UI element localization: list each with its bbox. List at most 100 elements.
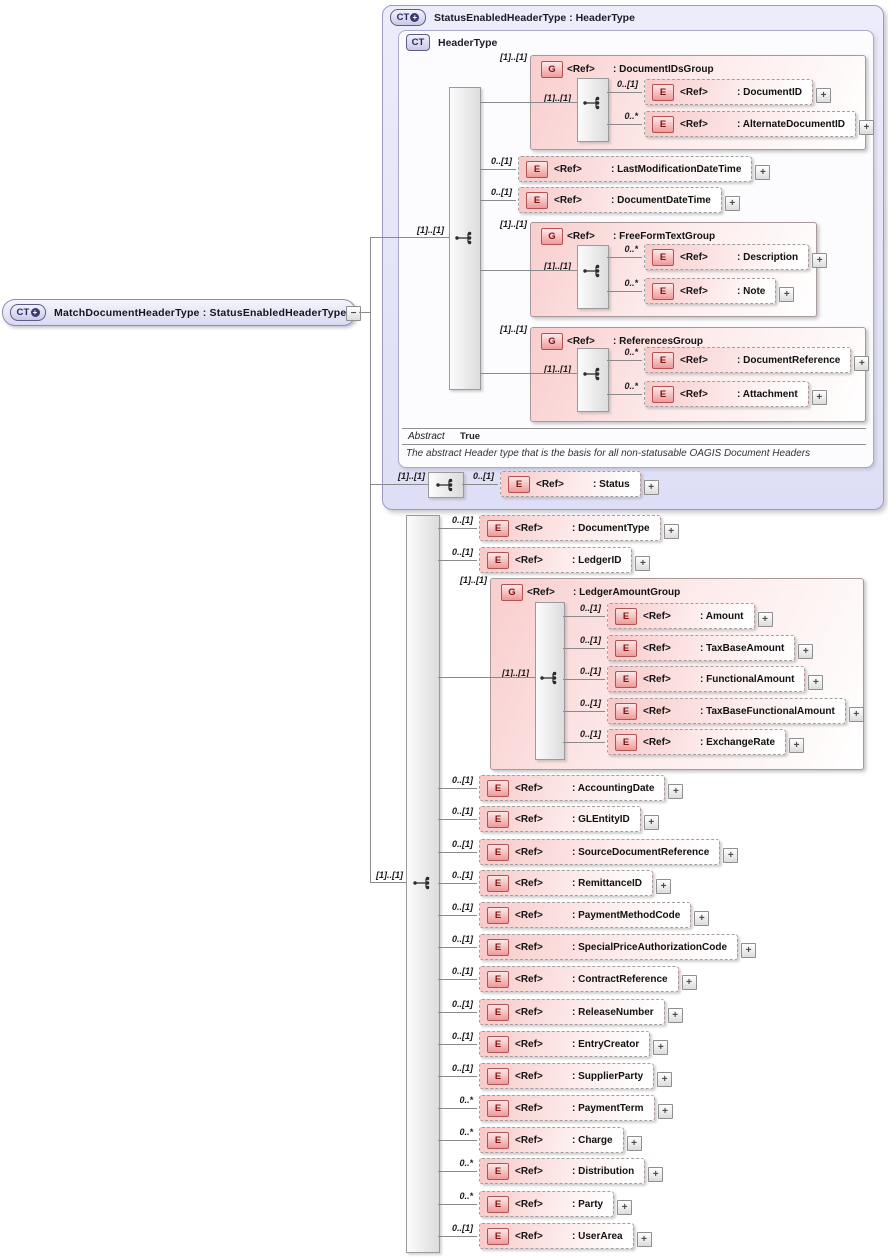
element-node-note[interactable]: 0..* E<Ref>: Note + <box>598 278 795 304</box>
element-node-releasenumber[interactable]: 0..[1] E<Ref>: ReleaseNumber + <box>433 999 683 1025</box>
element-box[interactable]: E<Ref>: ReleaseNumber <box>479 999 665 1025</box>
expand-icon[interactable]: + <box>653 1039 669 1055</box>
element-box[interactable]: E<Ref>: Note <box>644 278 777 304</box>
element-node-paymentmethodcode[interactable]: 0..[1] E<Ref>: PaymentMethodCode + <box>433 902 710 928</box>
expand-icon[interactable]: + <box>811 389 827 405</box>
element-box[interactable]: E<Ref>: ContractReference <box>479 966 679 992</box>
expand-icon[interactable]: + <box>724 195 740 211</box>
element-box[interactable]: E<Ref>: TaxBaseAmount <box>607 635 796 661</box>
element-node-amount[interactable]: 0..[1] E<Ref>: Amount + <box>561 603 773 629</box>
element-box[interactable]: E<Ref>: Party <box>479 1191 615 1217</box>
element-node-taxbasefunctionalamount[interactable]: 0..[1] E<Ref>: TaxBaseFunctionalAmount + <box>561 698 864 724</box>
collapse-button[interactable]: − <box>346 306 361 321</box>
element-box[interactable]: E<Ref>: AlternateDocumentID <box>644 111 856 137</box>
element-box[interactable]: E<Ref>: Distribution <box>479 1158 646 1184</box>
expand-icon[interactable]: + <box>617 1199 633 1215</box>
element-box[interactable]: E<Ref>: UserArea <box>479 1223 634 1249</box>
element-node-attachment[interactable]: 0..* E<Ref>: Attachment + <box>598 381 827 407</box>
element-node-charge[interactable]: 0..* E<Ref>: Charge + <box>433 1127 642 1153</box>
element-node-remittanceid[interactable]: 0..[1] E<Ref>: RemittanceID + <box>433 870 672 896</box>
expand-icon[interactable]: + <box>755 164 771 180</box>
expand-icon[interactable]: + <box>848 706 864 722</box>
element-box[interactable]: E<Ref>: PaymentTerm <box>479 1095 655 1121</box>
element-node-distribution[interactable]: 0..* E<Ref>: Distribution + <box>433 1158 664 1184</box>
expand-icon[interactable]: + <box>757 611 773 627</box>
element-node-paymentterm[interactable]: 0..* E<Ref>: PaymentTerm + <box>433 1095 673 1121</box>
element-node-userarea[interactable]: 0..[1] E<Ref>: UserArea + <box>433 1223 652 1249</box>
element-name: : SpecialPriceAuthorizationCode <box>572 941 728 953</box>
element-box[interactable]: E<Ref>: DocumentType <box>479 515 661 541</box>
expand-icon[interactable]: + <box>643 479 659 495</box>
expand-icon[interactable]: + <box>656 878 672 894</box>
expand-icon[interactable]: + <box>779 286 795 302</box>
element-box[interactable]: E<Ref>: ExchangeRate <box>607 729 787 755</box>
expand-icon[interactable]: + <box>667 1007 683 1023</box>
element-box[interactable]: E<Ref>: Amount <box>607 603 755 629</box>
element-box[interactable]: E<Ref>: Attachment <box>644 381 809 407</box>
expand-icon[interactable]: + <box>635 555 651 571</box>
expand-icon[interactable]: + <box>858 119 874 135</box>
element-node-exchangerate[interactable]: 0..[1] E<Ref>: ExchangeRate + <box>561 729 805 755</box>
expand-icon[interactable]: + <box>663 523 679 539</box>
expand-icon[interactable]: + <box>789 737 805 753</box>
root-type-node[interactable]: CT+ MatchDocumentHeaderType : StatusEnab… <box>2 299 356 326</box>
element-node-description[interactable]: 0..* E<Ref>: Description + <box>598 244 828 270</box>
element-node-contractreference[interactable]: 0..[1] E<Ref>: ContractReference + <box>433 966 697 992</box>
cardinality-label: 0..[1] <box>579 698 601 708</box>
element-box[interactable]: E<Ref>: LastModificationDateTime <box>518 156 753 182</box>
expand-icon[interactable]: + <box>854 355 870 371</box>
element-node-accountingdate[interactable]: 0..[1] E<Ref>: AccountingDate + <box>433 775 684 801</box>
element-node-party[interactable]: 0..* E<Ref>: Party + <box>433 1191 633 1217</box>
element-box[interactable]: E<Ref>: Status <box>500 471 641 497</box>
element-node-supplierparty[interactable]: 0..[1] E<Ref>: SupplierParty + <box>433 1063 673 1089</box>
element-box[interactable]: E<Ref>: EntryCreator <box>479 1031 651 1057</box>
element-node-functionalamount[interactable]: 0..[1] E<Ref>: FunctionalAmount + <box>561 666 824 692</box>
expand-icon[interactable]: + <box>808 674 824 690</box>
element-node-ledgerid[interactable]: 0..[1] E<Ref>: LedgerID + <box>433 547 651 573</box>
expand-icon[interactable]: + <box>657 1071 673 1087</box>
expand-icon[interactable]: + <box>694 910 710 926</box>
expand-icon[interactable]: + <box>648 1166 664 1182</box>
element-box[interactable]: E<Ref>: Charge <box>479 1127 624 1153</box>
element-node-alternatedocumentid[interactable]: 0..* E<Ref>: AlternateDocumentID + <box>598 111 874 137</box>
expand-icon[interactable]: + <box>681 974 697 990</box>
element-node-sourcedocumentreference[interactable]: 0..[1] E<Ref>: SourceDocumentReference + <box>433 839 739 865</box>
element-box[interactable]: E<Ref>: AccountingDate <box>479 775 666 801</box>
element-box[interactable]: E<Ref>: SpecialPriceAuthorizationCode <box>479 934 739 960</box>
element-box[interactable]: E<Ref>: TaxBaseFunctionalAmount <box>607 698 846 724</box>
expand-icon[interactable]: + <box>643 814 659 830</box>
expand-icon[interactable]: + <box>798 643 814 659</box>
element-box[interactable]: E<Ref>: RemittanceID <box>479 870 654 896</box>
expand-icon[interactable]: + <box>812 252 828 268</box>
element-box[interactable]: E<Ref>: PaymentMethodCode <box>479 902 692 928</box>
expand-icon[interactable]: + <box>668 783 684 799</box>
expand-icon[interactable]: + <box>626 1135 642 1151</box>
expand-icon[interactable]: + <box>636 1231 652 1247</box>
element-node-documentid[interactable]: 0..[1] E<Ref>: DocumentID + <box>598 79 831 105</box>
element-box[interactable]: E<Ref>: DocumentDateTime <box>518 187 722 213</box>
element-box[interactable]: E<Ref>: LedgerID <box>479 547 633 573</box>
element-node-glentityid[interactable]: 0..[1] E<Ref>: GLEntityID + <box>433 806 659 832</box>
element-node-status[interactable]: 0..[1] E<Ref>: Status + <box>454 471 659 497</box>
sequence-compositor-headertype[interactable] <box>449 87 481 390</box>
element-box[interactable]: E<Ref>: Description <box>644 244 810 270</box>
element-node-documentreference[interactable]: 0..* E<Ref>: DocumentReference + <box>598 347 870 373</box>
expand-icon[interactable]: + <box>657 1103 673 1119</box>
element-node-documentdatetime[interactable]: 0..[1] E<Ref>: DocumentDateTime + <box>472 187 740 213</box>
element-box[interactable]: E<Ref>: SupplierParty <box>479 1063 655 1089</box>
element-node-documenttype[interactable]: 0..[1] E<Ref>: DocumentType + <box>433 515 679 541</box>
element-node-lastmodificationdatetime[interactable]: 0..[1] E<Ref>: LastModificationDateTime … <box>472 156 771 182</box>
element-box[interactable]: E<Ref>: GLEntityID <box>479 806 641 832</box>
expand-icon[interactable]: + <box>723 847 739 863</box>
element-box[interactable]: E<Ref>: DocumentID <box>644 79 813 105</box>
expand-icon[interactable]: + <box>741 942 757 958</box>
element-box[interactable]: E<Ref>: FunctionalAmount <box>607 666 806 692</box>
element-node-entrycreator[interactable]: 0..[1] E<Ref>: EntryCreator + <box>433 1031 669 1057</box>
plus-circle-icon[interactable]: + <box>410 13 420 22</box>
element-box[interactable]: E<Ref>: DocumentReference <box>644 347 852 373</box>
element-node-taxbaseamount[interactable]: 0..[1] E<Ref>: TaxBaseAmount + <box>561 635 814 661</box>
plus-circle-icon[interactable]: + <box>30 308 40 317</box>
element-box[interactable]: E<Ref>: SourceDocumentReference <box>479 839 721 865</box>
element-node-specialpriceauthorizationcode[interactable]: 0..[1] E<Ref>: SpecialPriceAuthorization… <box>433 934 757 960</box>
expand-icon[interactable]: + <box>816 87 831 103</box>
